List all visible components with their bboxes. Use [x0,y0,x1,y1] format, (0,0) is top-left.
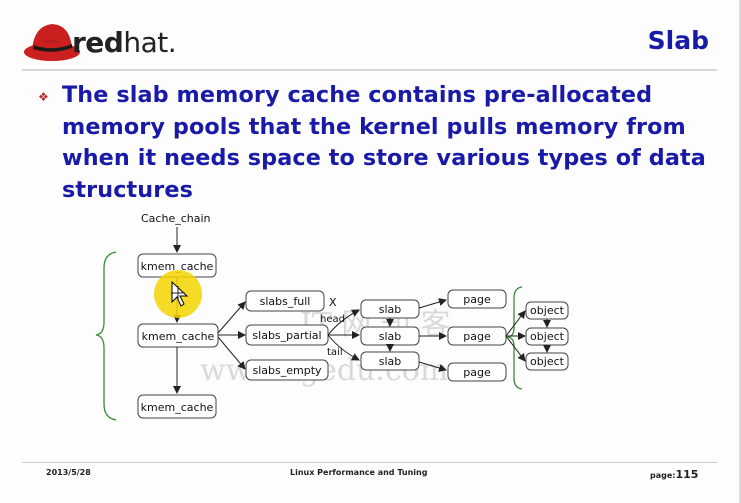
svg-text:slabs_empty: slabs_empty [252,364,322,377]
svg-text:page: page [463,330,491,343]
head-label: head [320,314,345,325]
object-1: object [525,301,569,320]
svg-text:kmem_cache: kmem_cache [141,401,214,414]
shadowman-hat-icon [24,24,80,61]
cache-chain-label: Cache_chain [141,212,211,225]
page-1: page [447,289,507,309]
svg-text:object: object [530,304,565,317]
object-3: object [525,352,569,371]
slab-3: slab [360,351,420,371]
object-2: object [525,327,569,346]
svg-text:page: page [463,293,491,306]
slabs-full: slabs_full [245,290,325,312]
footer-divider [22,462,717,463]
svg-text:object: object [530,330,565,343]
kmem-cache-top: kmem_cache [137,253,217,278]
slabs-partial: slabs_partial [245,324,329,346]
slabs-full-null-mark: X [329,296,337,309]
header-divider [22,69,717,71]
redhat-logo [22,12,212,72]
footer-page-number: 115 [675,468,699,481]
right-brace [507,286,523,390]
slab-2: slab [360,326,420,346]
footer-page-label: page: [650,471,676,480]
svg-text:slab: slab [379,330,402,343]
footer-date: 2013/5/28 [46,468,91,477]
footer-course: Linux Performance and Tuning [290,468,428,477]
svg-text:slabs_partial: slabs_partial [252,329,321,342]
svg-text:slab: slab [379,303,402,316]
redhat-wordmark: redhat. [72,26,177,59]
page-3: page [447,362,507,382]
page-2: page [447,326,507,346]
slide-title: Slab [647,26,709,55]
logo-red-text: red [72,26,124,59]
bullet-diamond-icon: ❖ [38,90,49,104]
bullet-text: The slab memory cache contains pre-alloc… [62,82,706,203]
tail-label: tail [327,347,343,358]
slabs-empty: slabs_empty [245,359,329,381]
svg-text:slabs_full: slabs_full [260,295,311,308]
left-brace [95,251,117,421]
move-cursor-icon [171,286,185,300]
kmem-cache-bottom: kmem_cache [137,394,217,419]
footer-page: page:115 [650,468,698,481]
svg-text:slab: slab [379,355,402,368]
logo-hat-text: hat [123,26,168,59]
svg-text:kmem_cache: kmem_cache [141,260,214,273]
slab-1: slab [360,299,420,319]
svg-text:page: page [463,366,491,379]
kmem-cache-middle: kmem_cache [137,323,219,348]
svg-text:kmem_cache: kmem_cache [142,330,215,343]
svg-text:object: object [530,355,565,368]
bullet-point: ❖ The slab memory cache contains pre-all… [38,80,718,206]
logo-dot: . [167,26,177,59]
